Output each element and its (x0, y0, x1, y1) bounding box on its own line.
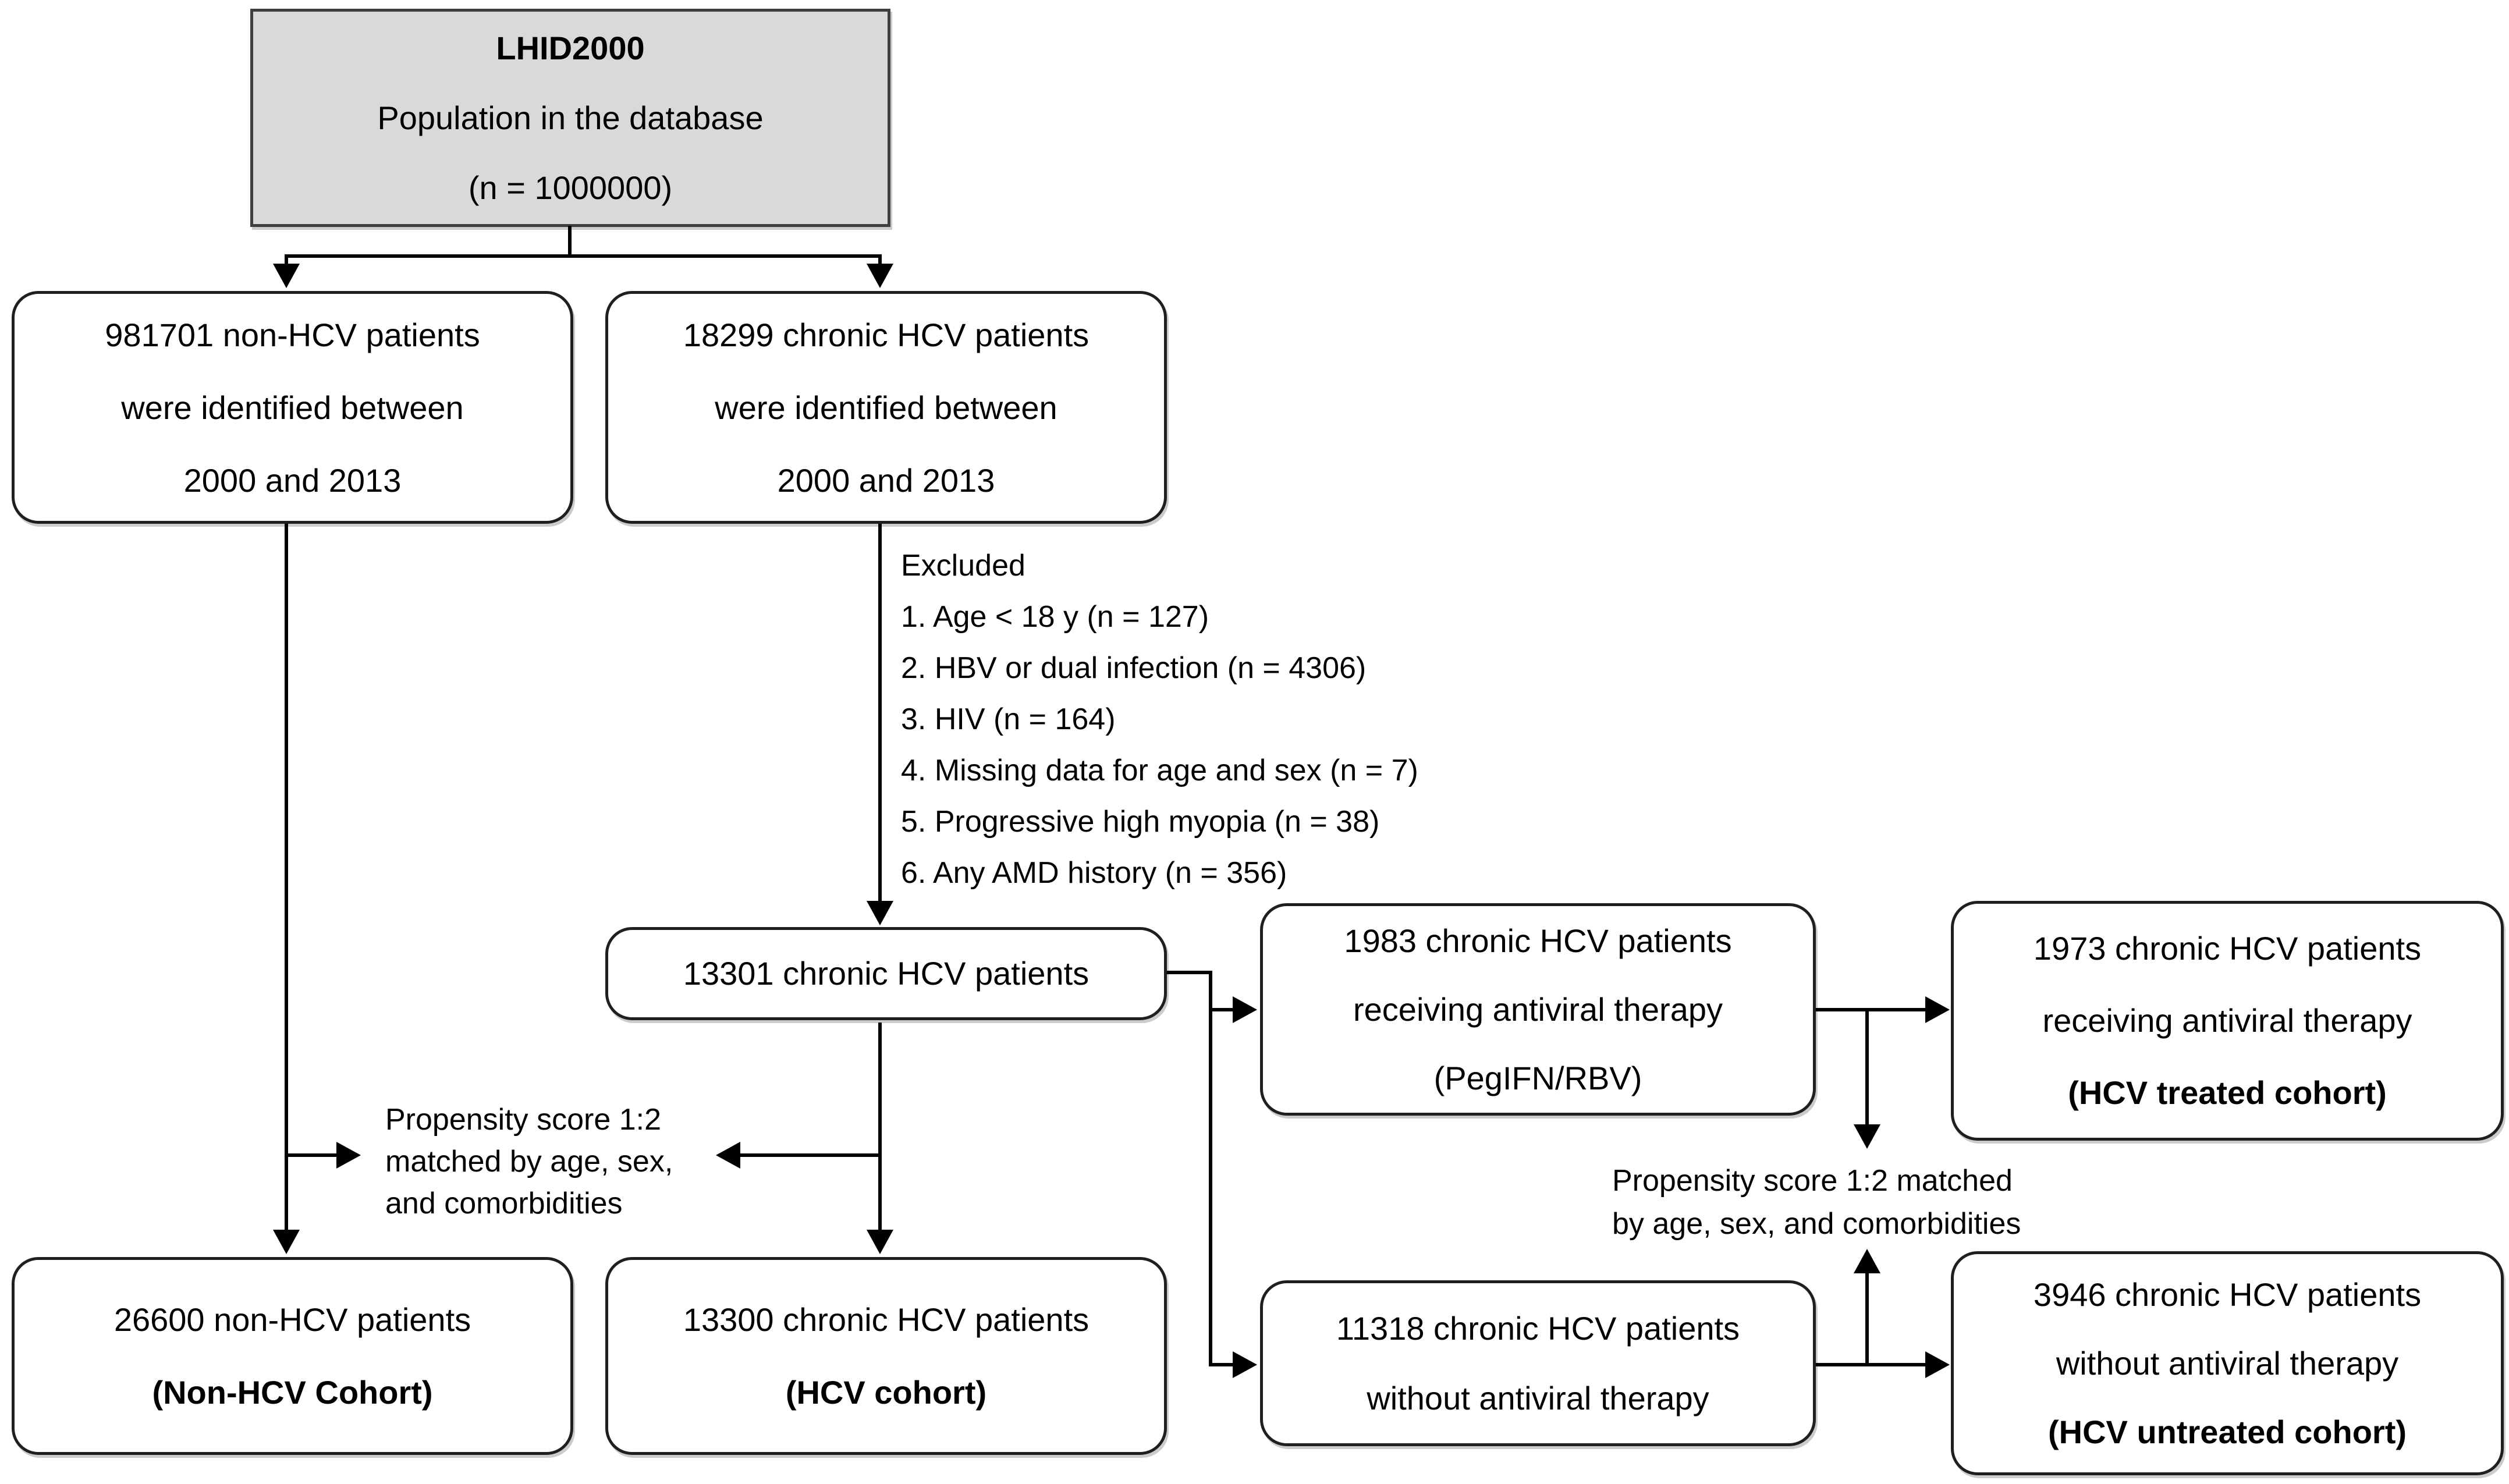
box-lhid2000-population: LHID2000 Population in the database (n =… (250, 9, 890, 227)
box-nonhcv-cohort: 26600 non-HCV patients (Non-HCV Cohort) (12, 1257, 573, 1455)
box-line: receiving antiviral therapy (2042, 1002, 2412, 1039)
box-line: 981701 non-HCV patients (105, 316, 480, 353)
connector-top-stem (568, 226, 572, 256)
note-line: and comorbidities (385, 1187, 623, 1220)
propensity-note-left: Propensity score 1:2 matched by age, sex… (385, 1099, 734, 1224)
box-line: Population in the database (377, 99, 764, 136)
connector-top-split (285, 254, 882, 258)
arrowhead-propensity-right-north (1854, 1124, 1880, 1149)
connector-to-antiviral (1211, 1008, 1234, 1011)
arrowhead-into-hcv-after-exclusion (867, 901, 893, 925)
box-hcv-cohort: 13300 chronic HCV patients (HCV cohort) (605, 1257, 1167, 1455)
note-line: by age, sex, and comorbidities (1612, 1207, 2021, 1241)
arrowhead-propensity-left-west (336, 1142, 361, 1169)
arrowhead-propensity-right-south (1854, 1249, 1880, 1273)
connector-to-no-antiviral (1211, 1363, 1234, 1366)
arrowhead-into-nonhcv-identified (273, 264, 300, 288)
box-hcv-after-exclusion: 13301 chronic HCV patients (605, 927, 1167, 1020)
box-line: were identified between (715, 389, 1057, 426)
box-line: 11318 chronic HCV patients (1336, 1309, 1740, 1347)
connector-right-branch-vertical (1209, 971, 1212, 1366)
propensity-note-right: Propensity score 1:2 matched by age, sex… (1612, 1159, 2165, 1245)
connector-nonhcv-to-propensity (286, 1153, 339, 1157)
connector-up-to-propensity-right (1865, 1273, 1869, 1366)
box-line: receiving antiviral therapy (1353, 990, 1723, 1028)
connector-antiviral-to-treated (1816, 1008, 1926, 1011)
box-line: 1973 chronic HCV patients (2033, 930, 2422, 967)
connector-exclusion-vertical (878, 524, 882, 903)
box-line: (HCV untreated cohort) (2048, 1413, 2407, 1450)
note-line: Propensity score 1:2 (385, 1103, 662, 1137)
box-hcv-antiviral-therapy: 1983 chronic HCV patients receiving anti… (1260, 903, 1816, 1116)
box-line: (PegIFN/RBV) (1433, 1059, 1642, 1096)
box-line: (n = 1000000) (468, 169, 673, 206)
box-hcv-untreated-cohort: 3946 chronic HCV patients without antivi… (1951, 1251, 2504, 1475)
box-line: 1983 chronic HCV patients (1344, 922, 1732, 959)
connector-hcv-cohort-vertical (878, 1023, 882, 1231)
box-line: 2000 and 2013 (777, 461, 995, 499)
box-line: (Non-HCV Cohort) (152, 1374, 433, 1411)
box-hcv-identified: 18299 chronic HCV patients were identifi… (605, 291, 1167, 524)
connector-13301-exit (1167, 971, 1212, 974)
excluded-list: Excluded 1. Age < 18 y (n = 127) 2. HBV … (901, 540, 1570, 899)
note-line: matched by age, sex, (385, 1145, 673, 1178)
box-line: were identified between (121, 389, 464, 426)
connector-to-hcv (878, 254, 882, 268)
connector-noantiviral-to-untreated (1816, 1363, 1926, 1366)
excluded-item-1: 1. Age < 18 y (n = 127) (901, 600, 1209, 634)
excluded-title: Excluded (901, 549, 1025, 583)
excluded-item-6: 6. Any AMD history (n = 356) (901, 856, 1287, 890)
connector-hcv-to-propensity (740, 1153, 882, 1157)
box-line: 2000 and 2013 (183, 461, 402, 499)
arrowhead-into-hcv-identified (867, 264, 893, 288)
box-line: 26600 non-HCV patients (113, 1301, 471, 1338)
excluded-item-2: 2. HBV or dual infection (n = 4306) (901, 651, 1367, 685)
box-nonhcv-identified: 981701 non-HCV patients were identified … (12, 291, 573, 524)
arrowhead-into-antiviral (1233, 996, 1257, 1023)
box-line: (HCV cohort) (785, 1374, 987, 1411)
arrowhead-into-untreated-cohort (1925, 1351, 1950, 1378)
excluded-item-3: 3. HIV (n = 164) (901, 702, 1116, 736)
box-hcv-no-antiviral: 11318 chronic HCV patients without antiv… (1260, 1280, 1816, 1446)
arrowhead-into-no-antiviral (1233, 1351, 1257, 1378)
excluded-item-4: 4. Missing data for age and sex (n = 7) (901, 754, 1418, 787)
connector-nonhcv-vertical (285, 524, 288, 1231)
box-line: (HCV treated cohort) (2068, 1074, 2387, 1111)
box-line: 13300 chronic HCV patients (683, 1301, 1090, 1338)
box-hcv-treated-cohort: 1973 chronic HCV patients receiving anti… (1951, 901, 2504, 1141)
box-line: 13301 chronic HCV patients (683, 955, 1090, 992)
note-line: Propensity score 1:2 matched (1612, 1164, 2013, 1198)
box-line: LHID2000 (496, 29, 645, 66)
arrowhead-into-nonhcv-cohort (273, 1230, 300, 1254)
connector-down-to-propensity-right (1865, 1008, 1869, 1124)
box-line: without antiviral therapy (2056, 1344, 2399, 1382)
excluded-item-5: 5. Progressive high myopia (n = 38) (901, 805, 1380, 839)
connector-to-nonhcv (285, 254, 288, 268)
box-line: 3946 chronic HCV patients (2033, 1276, 2422, 1313)
arrowhead-propensity-left-east (716, 1142, 740, 1169)
box-line: 18299 chronic HCV patients (683, 316, 1090, 353)
arrowhead-into-treated-cohort (1925, 996, 1950, 1023)
box-line: without antiviral therapy (1367, 1379, 1709, 1416)
arrowhead-into-hcv-cohort (867, 1230, 893, 1254)
